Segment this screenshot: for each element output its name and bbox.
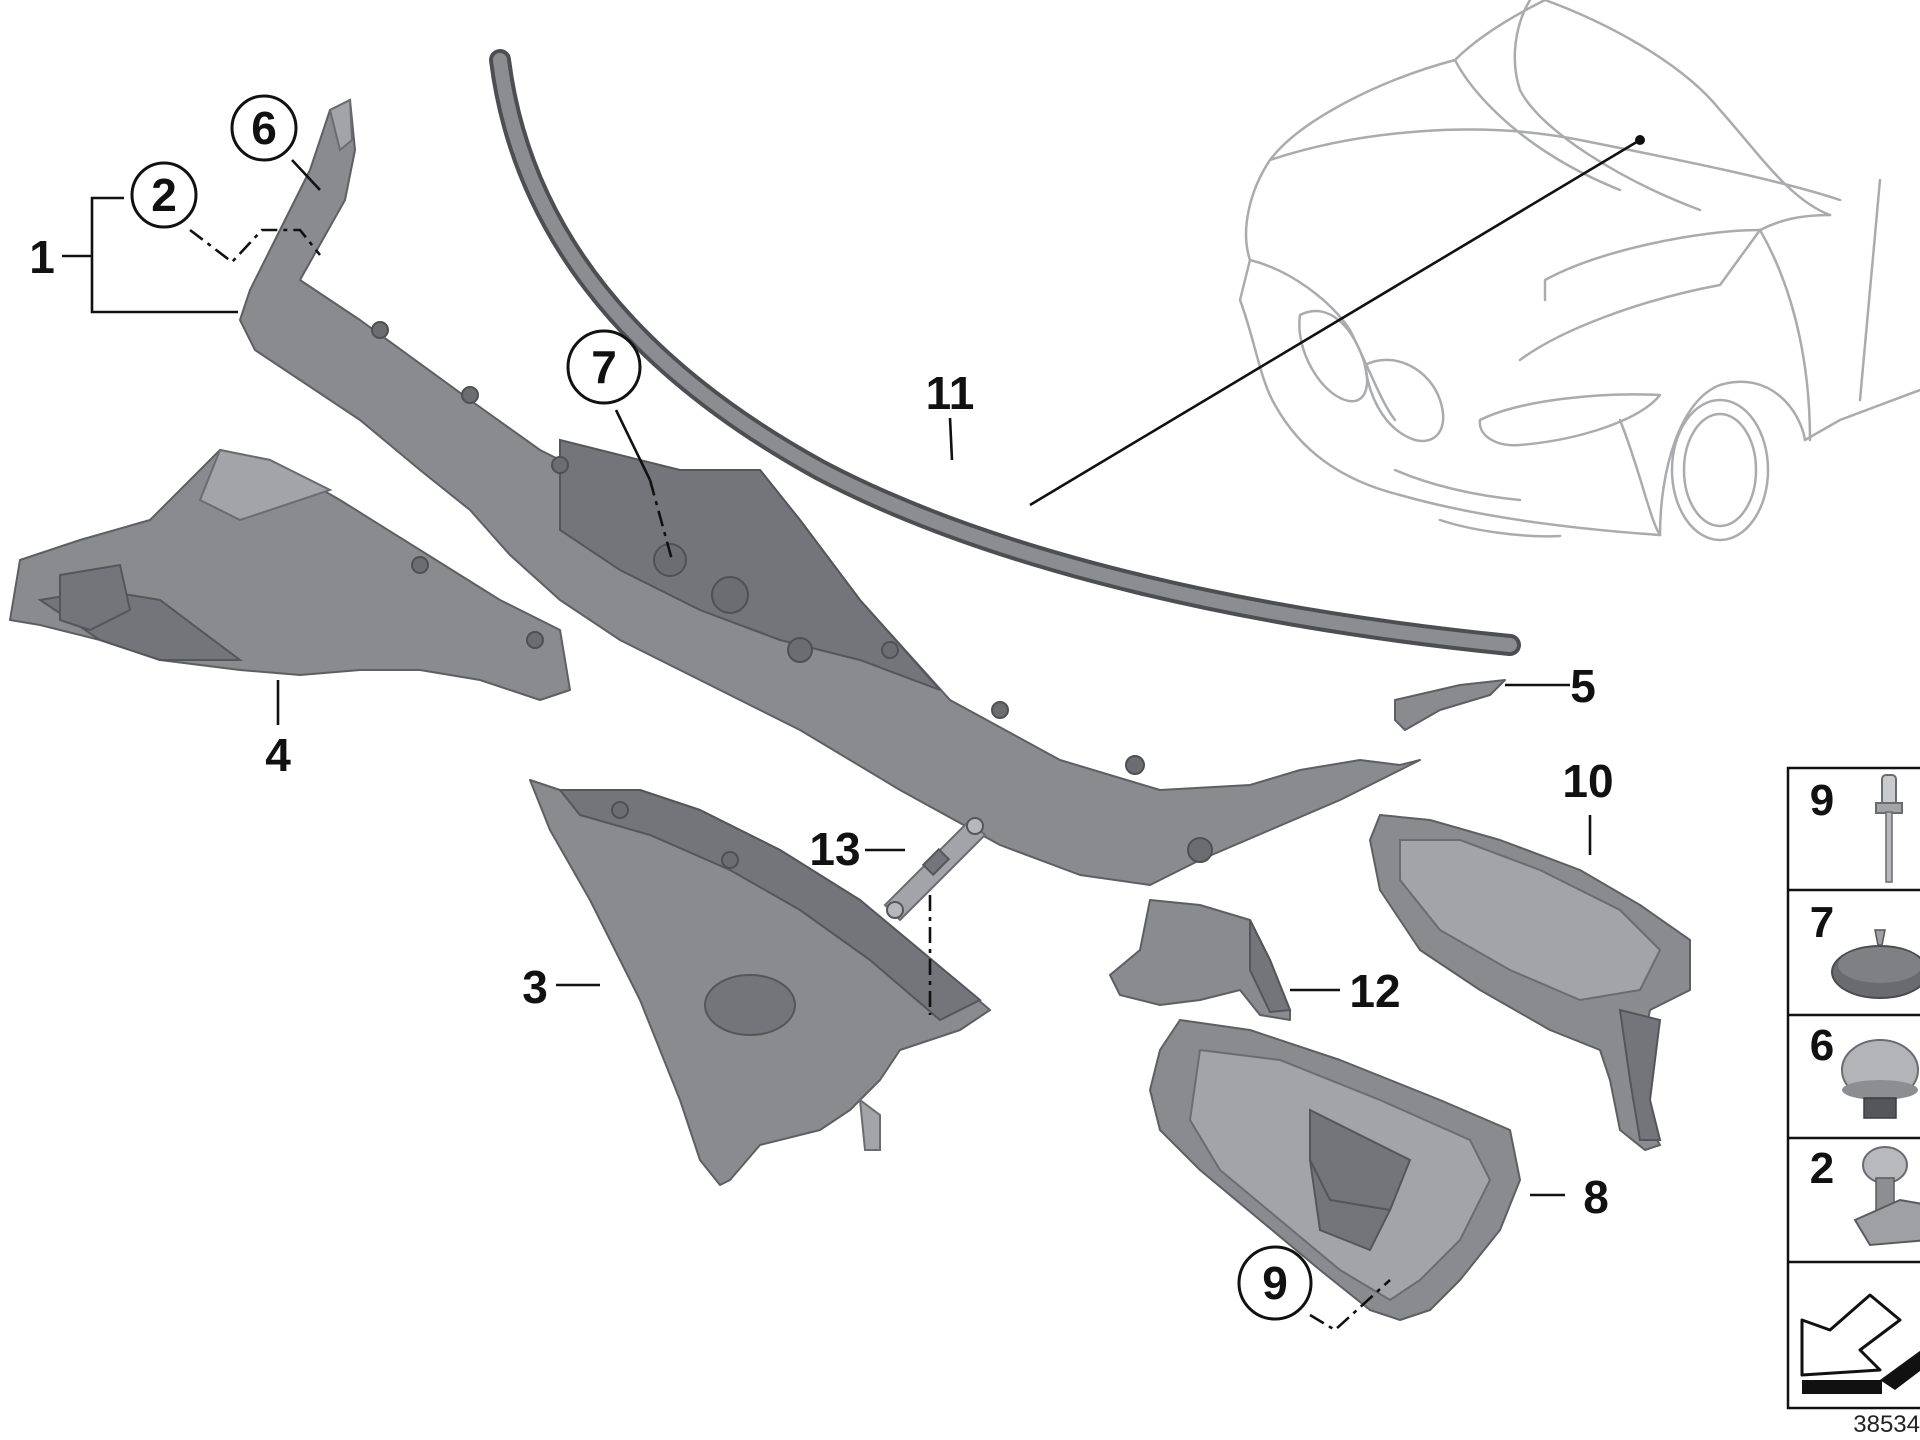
callout-7: 7 bbox=[591, 341, 617, 393]
legend-item-6-number: 6 bbox=[1810, 1021, 1834, 1070]
fastener-legend: 9 7 6 2 bbox=[1786, 766, 1920, 1410]
cover-part-10 bbox=[1369, 814, 1691, 1151]
callout-4: 4 bbox=[265, 729, 291, 781]
callout-3: 3 bbox=[522, 961, 548, 1013]
callout-6: 6 bbox=[251, 102, 277, 154]
callout-2: 2 bbox=[151, 169, 177, 221]
leader-lines bbox=[62, 135, 1645, 1332]
legend-item-7-number: 7 bbox=[1810, 898, 1834, 947]
lower-cover-part-3 bbox=[529, 779, 991, 1186]
callout-8: 8 bbox=[1583, 1171, 1609, 1223]
cowl-panel-part-1 bbox=[239, 98, 1421, 886]
callout-9-circle bbox=[1237, 1245, 1313, 1321]
callout-1: 1 bbox=[29, 231, 55, 283]
diagram-reference-number: 38534 bbox=[1853, 1411, 1920, 1438]
callout-10: 10 bbox=[1562, 755, 1613, 807]
plug-cap-icon bbox=[1831, 929, 1920, 999]
car-outline-illustration bbox=[1238, 0, 1920, 542]
side-cover-part-4 bbox=[9, 448, 571, 701]
legend-item-2-number: 2 bbox=[1810, 1144, 1834, 1193]
cover-part-8 bbox=[1149, 1019, 1521, 1321]
seal-strip-part-11 bbox=[489, 49, 1521, 656]
callout-labels: 1 2 6 7 11 5 4 3 13 12 10 8 9 bbox=[29, 94, 1614, 1321]
bracket-part-5 bbox=[1394, 679, 1506, 731]
expanding-rivet-icon bbox=[1841, 1039, 1919, 1119]
callout-6-circle bbox=[230, 94, 298, 162]
callout-7-circle bbox=[566, 329, 642, 405]
callout-11: 11 bbox=[926, 367, 975, 419]
bracket-part-13 bbox=[883, 817, 987, 922]
pointer-dot bbox=[1635, 135, 1645, 145]
view-direction-arrow-icon bbox=[1800, 1293, 1920, 1394]
legend-item-9-number: 9 bbox=[1810, 776, 1834, 825]
callout-2-circle bbox=[130, 161, 198, 229]
callout-13: 13 bbox=[809, 823, 860, 875]
callout-5: 5 bbox=[1570, 660, 1596, 712]
callout-9: 9 bbox=[1262, 1257, 1288, 1309]
clip-cover-part-12 bbox=[1109, 899, 1292, 1021]
callout-12: 12 bbox=[1349, 965, 1400, 1017]
blind-rivet-icon bbox=[1875, 774, 1903, 883]
clip-icon bbox=[1853, 1146, 1920, 1247]
